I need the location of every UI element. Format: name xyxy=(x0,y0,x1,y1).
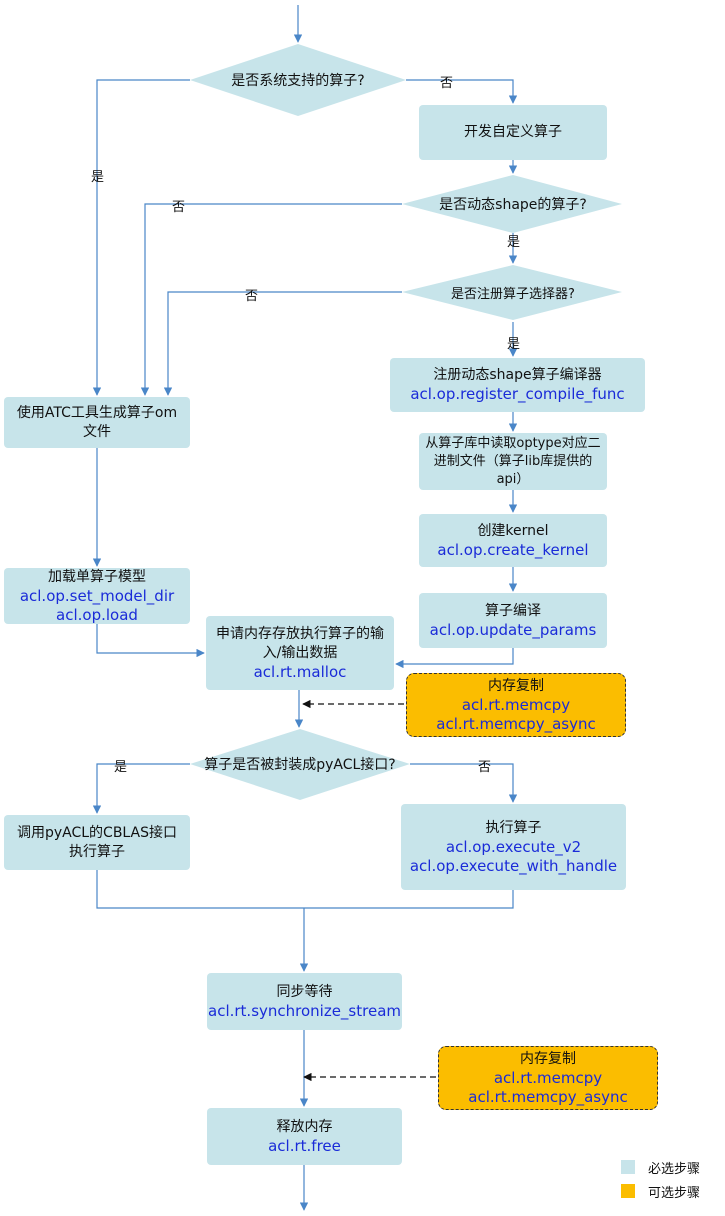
memcpy2-box: 内存复制 acl.rt.memcpy acl.rt.memcpy_async xyxy=(438,1046,658,1110)
edge-label-d2-yes: 是 xyxy=(507,235,521,250)
decision-pyacl-wrapped xyxy=(190,729,410,800)
legend-optional-swatch xyxy=(621,1184,635,1198)
decision-system-supported xyxy=(190,44,406,116)
edge-d4-no xyxy=(410,763,518,803)
memcpy1-title: 内存复制 xyxy=(488,677,544,694)
edge-label-d1-no: 否 xyxy=(440,76,454,91)
execute-title: 执行算子 xyxy=(485,819,542,836)
edge-d1-yes xyxy=(92,79,190,396)
sync-api: acl.rt.synchronize_stream xyxy=(208,1001,402,1020)
atc-box: 使用ATC工具生成算子om文件 xyxy=(4,397,190,448)
edge-label-d4-no: 否 xyxy=(478,760,492,775)
compile-title: 算子编译 xyxy=(485,602,541,619)
create-kernel-title: 创建kernel xyxy=(477,522,549,539)
memcpy1-box: 内存复制 acl.rt.memcpy acl.rt.memcpy_async xyxy=(406,673,626,737)
compile-box: 算子编译 acl.op.update_params xyxy=(419,593,607,648)
edge-label-d3-no: 否 xyxy=(245,289,259,304)
decision-system-supported-label: 是否系统支持的算子? xyxy=(231,73,365,89)
decision-dynamic-shape-label: 是否动态shape的算子? xyxy=(439,197,587,213)
free-title: 释放内存 xyxy=(276,1118,333,1135)
edge-cblas-merge xyxy=(96,870,514,909)
legend-required-swatch xyxy=(621,1160,635,1174)
free-api: acl.rt.free xyxy=(268,1136,341,1155)
sync-title: 同步等待 xyxy=(276,983,333,1000)
register-compile-title: 注册动态shape算子编译器 xyxy=(433,367,602,383)
edge-label-d2-no: 否 xyxy=(172,200,186,215)
legend-required-label: 必选步骤 xyxy=(648,1162,701,1177)
edge-compile-malloc xyxy=(395,648,514,669)
decision-register-selector-label: 是否注册算子选择器? xyxy=(451,287,575,302)
decision-dynamic-shape xyxy=(402,175,622,233)
legend-optional-label: 可选步骤 xyxy=(648,1186,701,1201)
malloc-box: 申请内存存放执行算子的输入/输出数据 acl.rt.malloc xyxy=(206,616,394,690)
malloc-title: 申请内存存放执行算子的输入/输出数据 xyxy=(216,625,384,661)
custom-op-box: 开发自定义算子 xyxy=(419,105,607,160)
execute-api2: acl.op.execute_with_handle xyxy=(409,856,618,875)
create-kernel-box: 创建kernel acl.op.create_kernel xyxy=(419,514,607,567)
atc-label: 使用ATC工具生成算子om文件 xyxy=(16,404,178,440)
malloc-api: acl.rt.malloc xyxy=(253,662,347,681)
edge-d4-yes xyxy=(92,763,190,814)
register-compile-box: 注册动态shape算子编译器 acl.op.register_compile_f… xyxy=(390,358,645,412)
load-model-api1: acl.op.set_model_dir xyxy=(19,586,175,605)
execute-api1: acl.op.execute_v2 xyxy=(445,837,582,856)
decision-register-selector xyxy=(402,265,622,320)
register-compile-api: acl.op.register_compile_func xyxy=(410,385,625,403)
free-box: 释放内存 acl.rt.free xyxy=(207,1108,402,1165)
edge-d3-no xyxy=(163,291,402,396)
create-kernel-api: acl.op.create_kernel xyxy=(437,540,589,559)
memcpy1-api2: acl.rt.memcpy_async xyxy=(436,714,596,733)
edge-load-malloc xyxy=(96,624,205,658)
load-model-title: 加载单算子模型 xyxy=(48,568,146,585)
sync-box: 同步等待 acl.rt.synchronize_stream xyxy=(207,973,402,1030)
read-lib-box: 从算子库中读取optype对应二进制文件（算子lib库提供的api） xyxy=(419,433,607,490)
edge-label-d1-yes: 是 xyxy=(91,170,105,185)
cblas-label: 调用pyACL的CBLAS接口执行算子 xyxy=(16,824,178,860)
load-model-box: 加载单算子模型 acl.op.set_model_dir acl.op.load xyxy=(4,568,190,624)
custom-op-label: 开发自定义算子 xyxy=(464,124,562,140)
edge-label-d3-yes: 是 xyxy=(507,337,521,352)
decision-pyacl-wrapped-label: 算子是否被封装成pyACL接口? xyxy=(204,757,396,773)
edge-label-d4-yes: 是 xyxy=(114,760,128,775)
edge-d2-no xyxy=(140,203,402,396)
read-lib-label: 从算子库中读取optype对应二进制文件（算子lib库提供的api） xyxy=(425,435,601,487)
memcpy2-api1: acl.rt.memcpy xyxy=(493,1068,603,1087)
load-model-api2: acl.op.load xyxy=(56,605,138,624)
compile-api: acl.op.update_params xyxy=(429,620,597,639)
memcpy1-api1: acl.rt.memcpy xyxy=(461,695,571,714)
memcpy2-api2: acl.rt.memcpy_async xyxy=(468,1087,628,1106)
memcpy2-title: 内存复制 xyxy=(520,1050,576,1067)
execute-box: 执行算子 acl.op.execute_v2 acl.op.execute_wi… xyxy=(401,804,626,890)
edge-d1-no xyxy=(406,79,518,104)
cblas-box: 调用pyACL的CBLAS接口执行算子 xyxy=(4,815,190,870)
